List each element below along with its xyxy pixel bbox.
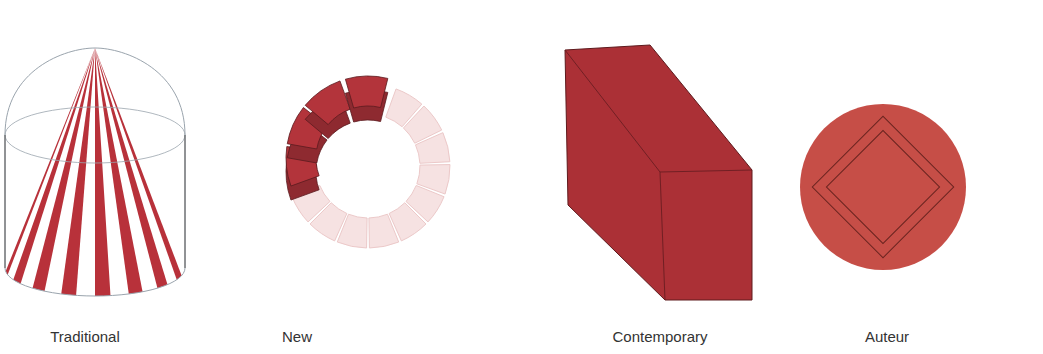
tent-stripe <box>95 48 144 299</box>
tent-stripe <box>61 48 95 300</box>
caption: Traditional <box>50 328 119 345</box>
caption: Contemporary <box>612 328 707 345</box>
red-segment <box>305 81 350 125</box>
ring-illustration <box>286 76 450 248</box>
disc-illustration <box>800 104 966 270</box>
pale-segment <box>369 214 399 248</box>
tent-illustration <box>5 48 185 301</box>
pale-segment <box>416 133 450 164</box>
red-segment <box>345 76 387 108</box>
tent-rim <box>5 107 185 163</box>
caption: New <box>282 328 312 345</box>
tent-stripe <box>95 48 183 284</box>
box-illustration <box>565 45 752 300</box>
tent-outline <box>5 48 185 296</box>
caption: Auteur <box>865 328 909 345</box>
tent-stripe <box>95 48 169 293</box>
